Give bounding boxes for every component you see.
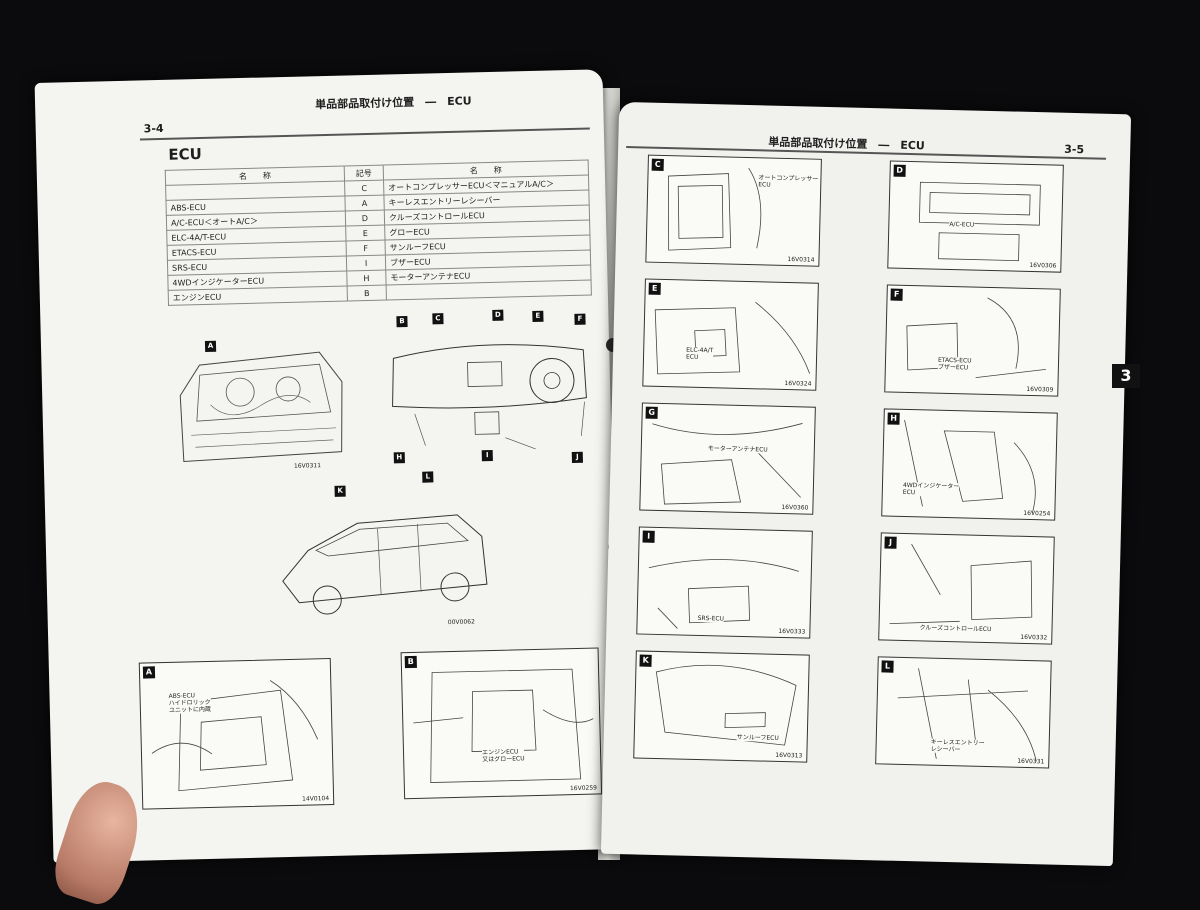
diagram-b-drawing [413,668,594,783]
diagram-f: F ETACS-ECU ブザーECU 16V0309 [884,284,1061,397]
diagram-h: H 4WDインジケーター ECU 16V0254 [881,408,1058,521]
illustration-tag: D [492,309,504,321]
diagram-e: E ELC-4A/T ECU 16V0324 [642,278,819,391]
diagram-d: D A/C-ECU 16V0306 [887,160,1064,273]
diagram-callout: SRS-ECU [697,614,725,623]
illustration-tag: A [204,340,217,352]
diagram-b: B エンジンECU 又はグローECU 16V0259 [400,647,603,800]
diagram-tag: B [404,655,417,669]
illustration-tag: H [393,452,405,464]
diagram-i-drawing [648,559,799,629]
engine-bay-illustration: A 16V0311 [169,331,352,475]
diagram-a: A ABS-ECU ハイドロリック ユニットに内蔵 14V0104 [138,657,335,810]
diagram-callout: ABS-ECU ハイドロリック ユニットに内蔵 [168,691,212,714]
diagram-code: 16V0259 [569,784,598,793]
illustration-code: 00V0062 [447,618,475,627]
table-cell: E [345,225,385,241]
diagram-code: 16V0332 [1020,633,1048,642]
left-header-rule [139,127,590,141]
diagram-tag: L [881,660,894,673]
diagram-f-drawing [906,297,1046,379]
diagram-j: J クルーズコントロールECU 16V0332 [878,532,1055,645]
diagram-code: 16V0331 [1017,757,1045,766]
table-cell: B [347,285,387,301]
illustration-tag: L [422,471,434,483]
illustration-tag: E [532,310,544,322]
table-cell: D [345,210,385,226]
diagram-k-drawing [655,664,797,746]
diagram-code: 16V0314 [787,256,815,264]
diagram-callout: A/C-ECU [949,220,975,229]
diagram-callout: ELC-4A/T ECU [685,346,714,362]
diagram-j-drawing [889,543,1033,625]
section-title: ECU [168,144,202,164]
diagram-callout: サンルーフECU [736,733,779,742]
illustration-tag: B [396,316,408,328]
diagram-code: 16V0333 [778,627,806,636]
diagram-g-drawing [652,423,803,505]
diagram-callout: オートコンプレッサー ECU [758,174,819,190]
diagram-callout: 4WDインジケーター ECU [902,481,960,498]
diagram-d-drawing [919,181,1041,262]
table-cell: H [346,270,387,286]
diagram-code: 16V0313 [775,751,803,760]
diagram-tag: F [890,288,903,301]
diagram-l-drawing [897,668,1037,762]
left-header-title: 単品部品取付け位置 ― ECU [315,94,472,112]
dashboard-drawing [392,344,587,450]
diagram-callout: キーレスエントリー レシーバー [930,738,985,754]
table-header-cell: 記号 [344,165,384,182]
diagram-tag: I [642,530,655,543]
table-cell: エンジンECU [168,285,348,306]
diagram-h-drawing [904,419,1036,514]
diagram-tag: K [639,654,652,667]
chapter-tab: 3 [1112,364,1140,388]
diagram-code: 14V0104 [302,795,330,803]
diagram-tag: E [648,282,661,295]
illustration-tag: J [571,451,583,464]
diagram-tag: J [884,536,897,549]
diagram-c-drawing [668,167,762,251]
right-page: 単品部品取付け位置 ― ECU 3-5 C オートコンプレッサー ECU 16V… [600,101,1132,867]
diagram-l: L キーレスエントリー レシーバー 16V0331 [875,656,1052,769]
diagram-tag: A [142,666,156,679]
diagram-callout: ETACS-ECU ブザーECU [937,356,972,372]
diagram-code: 16V0306 [1029,261,1057,270]
illustration-tag: I [481,449,493,462]
table-cell: C [344,180,384,197]
diagram-a-drawing [151,680,319,792]
diagram-tag: H [887,412,900,425]
diagram-code: 16V0324 [784,379,812,388]
illustration-tag: K [334,485,346,497]
table-cell: F [346,240,386,256]
diagram-code: 16V0360 [781,503,809,512]
dashboard-illustration: B C D E F H I J [382,305,596,470]
diagram-i: I SRS-ECU 16V0333 [636,526,813,639]
diagram-code: 16V0309 [1026,385,1054,394]
diagram-tag: D [893,164,906,177]
diagram-tag: G [645,406,658,419]
diagram-g: G モーターアンテナECU 16V0360 [639,402,816,515]
table-cell: A [344,195,385,212]
diagram-e-drawing [654,301,811,375]
diagram-code: 16V0254 [1023,509,1051,518]
diagram-callout: モーターアンテナECU [707,445,768,454]
illustration-code: 16V0311 [293,462,322,470]
diagram-tag: C [651,158,664,171]
diagram-callout: エンジンECU 又はグローECU [481,748,525,764]
left-page-number: 3-4 [143,121,164,136]
engine-bay-drawing [179,351,343,463]
diagram-c: C オートコンプレッサー ECU 16V0314 [645,154,822,267]
diagram-k: K サンルーフECU 16V0313 [633,650,810,763]
right-page-number: 3-5 [1064,142,1085,157]
vehicle-illustration: K L 00V0062 [266,471,500,636]
illustration-tag: C [432,313,444,325]
table-cell: I [346,255,386,271]
vehicle-drawing [282,514,488,615]
illustration-tag: F [574,313,586,325]
